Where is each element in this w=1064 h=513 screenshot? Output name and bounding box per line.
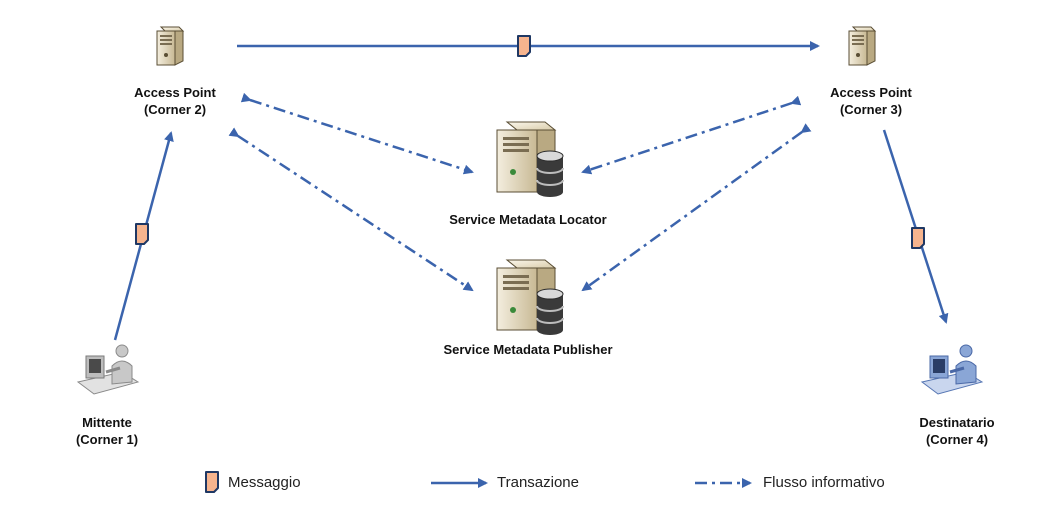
transaction-arrow-ap3-receiver — [882, 129, 949, 324]
receiver-title: Destinatario — [919, 415, 995, 430]
service-metadata-locator-label: Service Metadata Locator — [449, 212, 607, 227]
access-point-corner3-title: Access Point — [830, 85, 912, 100]
access-point-corner3-subtitle: (Corner 3) — [839, 102, 903, 117]
sml-server-database-icon — [496, 121, 564, 198]
smp-server-database-icon — [496, 259, 564, 336]
info-flow-ap2-sml — [240, 92, 474, 175]
receiver-subtitle: (Corner 4) — [925, 432, 989, 447]
receiver-user-icon — [920, 344, 984, 395]
access-point-server-icon — [848, 26, 876, 66]
sender-subtitle: (Corner 1) — [75, 432, 139, 447]
legend-transaction-label: Transazione — [497, 474, 579, 491]
sender-user-icon — [76, 344, 140, 395]
access-point-corner2-subtitle: (Corner 2) — [143, 102, 207, 117]
access-point-corner3-label: Access Point (Corner 3) — [821, 84, 921, 118]
message-icon-left — [135, 223, 149, 245]
info-flow-ap3-smp — [581, 123, 812, 292]
access-point-corner2-title: Access Point — [134, 85, 216, 100]
message-icon-right — [911, 227, 925, 249]
sender-title: Mittente — [82, 415, 132, 430]
info-flow-ap2-smp — [228, 127, 474, 292]
receiver-label: Destinatario (Corner 4) — [897, 414, 1017, 448]
legend-message-label: Messaggio — [228, 474, 301, 491]
legend-message-icon — [205, 471, 219, 493]
access-point-corner2-label: Access Point (Corner 2) — [125, 84, 225, 118]
message-icon-top — [517, 35, 531, 57]
legend-info-flow-label: Flusso informativo — [763, 474, 885, 491]
sender-label: Mittente (Corner 1) — [57, 414, 157, 448]
access-point-server-icon — [156, 26, 184, 66]
service-metadata-publisher-label: Service Metadata Publisher — [443, 342, 613, 357]
